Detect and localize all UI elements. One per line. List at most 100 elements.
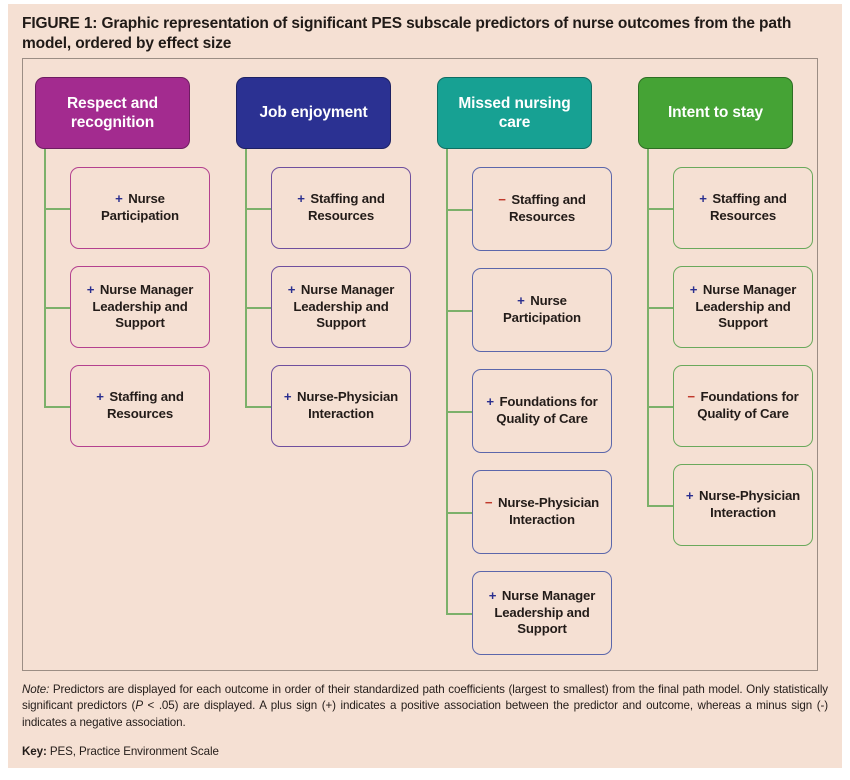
predictor-label: Staffing and Resources (105, 389, 184, 421)
predictor-label: Nurse-Physician Interaction (293, 389, 399, 421)
predictor-label: Nurse Manager Leadership and Support (92, 281, 194, 331)
positive-sign-icon: + (689, 281, 698, 297)
connector-stub (446, 411, 472, 413)
predictor-box[interactable]: + Nurse Manager Leadership and Support (70, 266, 210, 348)
connector-stub (44, 208, 70, 210)
predictor-text: + Nurse-Physician Interaction (681, 488, 805, 522)
predictor-text: + Nurse Manager Leadership and Support (681, 282, 805, 333)
connector-stub (446, 209, 472, 211)
predictor-text: + Nurse Participation (78, 191, 202, 225)
predictor-box[interactable]: + Nurse Manager Leadership and Support (673, 266, 813, 348)
positive-sign-icon: + (517, 293, 525, 309)
predictor-text: − Nurse-Physician Interaction (480, 495, 604, 529)
predictor-box[interactable]: + Nurse-Physician Interaction (271, 365, 411, 447)
key-label: Key: (22, 745, 47, 758)
note-text: Predictors are displayed for each outcom… (22, 683, 828, 729)
predictor-text: − Staffing and Resources (480, 192, 604, 226)
note-label: Note: (22, 683, 50, 696)
connector-rail (245, 149, 247, 406)
connector-stub (647, 406, 673, 408)
predictor-list: + Staffing and Resources+ Nurse Manager … (271, 167, 411, 464)
outcome-header-label: Respect and recognition (66, 94, 159, 131)
outcome-column-1: Job enjoyment+ Staffing and Resources+ N… (236, 77, 411, 447)
connector-stub (446, 512, 472, 514)
connector-rail (446, 149, 448, 613)
predictor-label: Staffing and Resources (708, 191, 787, 223)
predictor-box[interactable]: + Staffing and Resources (673, 167, 813, 249)
predictor-label: Nurse-Physician Interaction (695, 488, 801, 520)
positive-sign-icon: + (297, 191, 305, 207)
key-text: PES, Practice Environment Scale (46, 745, 219, 758)
predictor-list: + Nurse Participation+ Nurse Manager Lea… (70, 167, 210, 464)
connector-stub (647, 505, 673, 507)
positive-sign-icon: + (488, 587, 497, 603)
predictor-label: Nurse Participation (101, 191, 179, 223)
negative-sign-icon: − (484, 495, 493, 511)
predictor-box[interactable]: + Nurse Participation (472, 268, 612, 352)
positive-sign-icon: + (115, 191, 123, 207)
predictor-box[interactable]: + Foundations for Quality of Care (472, 369, 612, 453)
connector-stub (446, 310, 472, 312)
figure-title-text: Graphic representation of significant PE… (22, 15, 792, 53)
predictor-box[interactable]: + Nurse Participation (70, 167, 210, 249)
outcome-header-label: Job enjoyment (259, 104, 368, 122)
diagram-columns: Respect and recognition + Nurse Participa… (23, 59, 817, 670)
outcome-header-0[interactable]: Respect and recognition (35, 77, 190, 149)
positive-sign-icon: + (699, 191, 707, 207)
negative-sign-icon: − (687, 389, 695, 405)
connector-stub (446, 613, 472, 615)
positive-sign-icon: + (486, 394, 494, 410)
positive-sign-icon: + (86, 281, 95, 297)
predictor-label: Nurse Participation (503, 293, 581, 325)
outcome-column-0: Respect and recognition + Nurse Participa… (35, 77, 210, 447)
figure-key: Key: PES, Practice Environment Scale (22, 745, 722, 758)
predictor-box[interactable]: + Staffing and Resources (271, 167, 411, 249)
predictor-text: + Nurse Manager Leadership and Support (78, 282, 202, 333)
connector-stub (44, 307, 70, 309)
predictor-label: Staffing and Resources (306, 191, 385, 223)
predictor-list: + Staffing and Resources+ Nurse Manager … (673, 167, 813, 563)
connector-stub (44, 406, 70, 408)
outcome-header-2[interactable]: Missed nursing care (437, 77, 592, 149)
connector-stub (245, 208, 271, 210)
predictor-box[interactable]: − Foundations for Quality of Care (673, 365, 813, 447)
predictor-label: Nurse Manager Leadership and Support (695, 281, 797, 331)
predictor-label: Staffing and Resources (507, 192, 586, 224)
positive-sign-icon: + (283, 389, 292, 405)
negative-sign-icon: − (498, 192, 506, 208)
predictor-text: + Nurse Manager Leadership and Support (480, 588, 604, 639)
predictor-text: + Foundations for Quality of Care (480, 394, 604, 428)
predictor-label: Nurse Manager Leadership and Support (293, 281, 395, 331)
predictor-label: Foundations for Quality of Care (696, 389, 799, 421)
outcome-header-label: Intent to stay (667, 104, 764, 122)
positive-sign-icon: + (685, 488, 694, 504)
figure-label: FIGURE 1: (22, 15, 98, 32)
predictor-list: − Staffing and Resources + Nurse Particip… (472, 167, 612, 672)
outcome-header-3[interactable]: Intent to stay (638, 77, 793, 149)
predictor-box[interactable]: + Nurse Manager Leadership and Support (472, 571, 612, 655)
connector-rail (44, 149, 46, 406)
predictor-box[interactable]: − Staffing and Resources (472, 167, 612, 251)
connector-stub (245, 307, 271, 309)
outcome-column-2: Missed nursing care − Staffing and Resour… (437, 77, 612, 655)
outcome-header-1[interactable]: Job enjoyment (236, 77, 391, 149)
predictor-label: Foundations for Quality of Care (495, 394, 598, 426)
predictor-text: + Nurse-Physician Interaction (279, 389, 403, 423)
figure-note: Note: Predictors are displayed for each … (22, 682, 828, 731)
outcome-column-3: Intent to stay+ Staffing and Resources+ … (638, 77, 813, 546)
connector-stub (647, 307, 673, 309)
predictor-text: + Nurse Manager Leadership and Support (279, 282, 403, 333)
predictor-box[interactable]: + Nurse Manager Leadership and Support (271, 266, 411, 348)
connector-stub (647, 208, 673, 210)
predictor-box[interactable]: − Nurse-Physician Interaction (472, 470, 612, 554)
predictor-text: + Staffing and Resources (279, 191, 403, 225)
outcome-header-label: Missed nursing care (458, 94, 571, 131)
figure-panel: FIGURE 1: Graphic representation of sign… (8, 4, 842, 768)
positive-sign-icon: + (287, 281, 296, 297)
predictor-text: − Foundations for Quality of Care (681, 389, 805, 423)
predictor-box[interactable]: + Staffing and Resources (70, 365, 210, 447)
predictor-text: + Nurse Participation (480, 293, 604, 327)
predictor-box[interactable]: + Nurse-Physician Interaction (673, 464, 813, 546)
predictor-text: + Staffing and Resources (681, 191, 805, 225)
predictor-label: Nurse Manager Leadership and Support (494, 587, 596, 637)
